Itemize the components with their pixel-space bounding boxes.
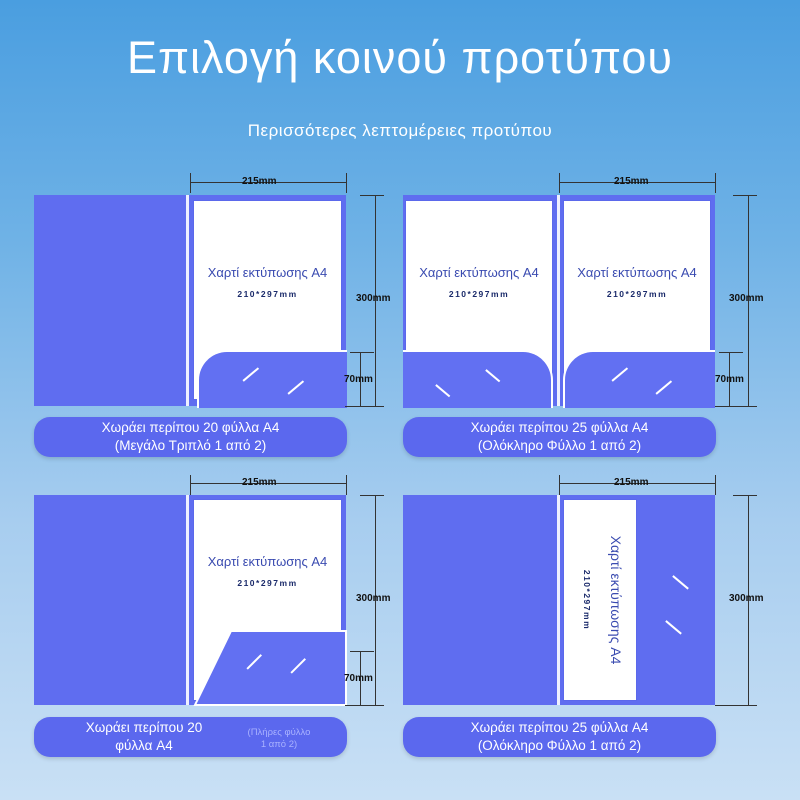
dimension-tick (733, 495, 757, 496)
height-label: 300mm (729, 593, 764, 604)
folder-fold-line (186, 495, 189, 705)
caption-line: φύλλα A4 (115, 738, 173, 753)
height-label: 300mm (729, 293, 764, 304)
width-dimension-line (191, 483, 346, 484)
capacity-caption: Χωράει περίπου 20 φύλλα A4 (Πλήρες φύλλο… (34, 717, 347, 757)
folder-fold-line (557, 495, 560, 705)
height-label: 300mm (356, 593, 391, 604)
folder-left-flap (403, 495, 558, 705)
paper-size: 210*297mm (582, 569, 592, 631)
pocket-label: 70mm (344, 374, 373, 385)
width-dimension-line (191, 182, 346, 183)
capacity-caption: Χωράει περίπου 20 φύλλα A4 (Μεγάλο Τριπλ… (34, 417, 347, 457)
paper-size: 210*297mm (237, 578, 298, 588)
caption-line: (Ολόκληρο Φύλλο 1 από 2) (477, 738, 642, 753)
dimension-tick (715, 475, 716, 495)
caption-line: Χωράει περίπου 25 φύλλα A4 (470, 720, 649, 735)
paper-size: 210*297mm (237, 289, 298, 299)
folder-left-flap (34, 495, 186, 705)
paper-label: Χαρτί εκτύπωσης A4 (207, 554, 328, 569)
folder-pocket (197, 350, 347, 408)
dimension-tick (345, 406, 384, 407)
caption-line: Χωράει περίπου 20 (85, 720, 203, 735)
dimension-tick (715, 705, 757, 706)
dimension-tick (715, 406, 757, 407)
folder-left-flap (34, 195, 186, 406)
height-label: 300mm (356, 293, 391, 304)
folder-pocket (563, 350, 715, 408)
width-dimension-line (560, 182, 715, 183)
caption-line: (Ολόκληρο Φύλλο 1 από 2) (477, 438, 642, 453)
capacity-caption: Χωράει περίπου 25 φύλλα A4 (Ολόκληρο Φύλ… (403, 417, 716, 457)
width-dimension-line (560, 483, 715, 484)
folder-pocket (403, 350, 553, 408)
page-subtitle: Περισσότερες λεπτομέρειες προτύπου (247, 121, 553, 140)
dimension-tick (346, 173, 347, 193)
pocket-dimension-line (729, 352, 730, 406)
width-label: 215mm (242, 176, 277, 187)
paper-label: Χαρτί εκτύπωσης A4 (207, 265, 328, 280)
folder-fold-line (557, 195, 560, 406)
capacity-caption: Χωράει περίπου 25 φύλλα A4 (Ολόκληρο Φύλ… (403, 717, 716, 757)
caption-line: (Μεγάλο Τριπλό 1 από 2) (114, 438, 267, 453)
a4-paper-sheet-rotated: Χαρτί εκτύπωσης A4 210*297mm (564, 500, 636, 700)
paper-label: Χαρτί εκτύπωσης A4 (419, 265, 539, 280)
folder-pocket (193, 630, 347, 706)
paper-size: 210*297mm (606, 289, 668, 299)
caption-line: Χωράει περίπου 20 φύλλα A4 (101, 420, 280, 435)
dimension-tick (360, 195, 384, 196)
width-label: 215mm (614, 176, 649, 187)
width-label: 215mm (614, 477, 649, 488)
dimension-tick (733, 195, 757, 196)
dimension-tick (345, 705, 384, 706)
paper-size: 210*297mm (448, 289, 510, 299)
caption-line: Χωράει περίπου 25 φύλλα A4 (470, 420, 649, 435)
height-dimension-line (748, 195, 749, 406)
pocket-label: 70mm (715, 374, 744, 385)
height-dimension-line (748, 495, 749, 705)
caption-side-line: (Πλήρες φύλλο (247, 727, 311, 738)
folder-fold-line (186, 195, 189, 406)
pocket-dimension-line (360, 651, 361, 705)
dimension-tick (715, 173, 716, 193)
paper-label: Χαρτί εκτύπωσης A4 (577, 265, 697, 280)
dimension-tick (559, 475, 560, 495)
caption-side-line: 1 από 2) (260, 739, 298, 750)
height-dimension-line (375, 495, 376, 705)
page-title: Επιλογή κοινού προτύπου (126, 32, 673, 83)
paper-label: Χαρτί εκτύπωσης A4 (608, 535, 624, 665)
height-dimension-line (375, 195, 376, 406)
dimension-tick (346, 475, 347, 495)
dimension-tick (719, 352, 743, 353)
width-label: 215mm (242, 477, 277, 488)
dimension-tick (559, 173, 560, 193)
dimension-tick (190, 475, 191, 495)
pocket-dimension-line (360, 352, 361, 406)
dimension-tick (360, 495, 384, 496)
pocket-label: 70mm (344, 673, 373, 684)
dimension-tick (350, 352, 374, 353)
dimension-tick (350, 651, 374, 652)
dimension-tick (190, 173, 191, 193)
